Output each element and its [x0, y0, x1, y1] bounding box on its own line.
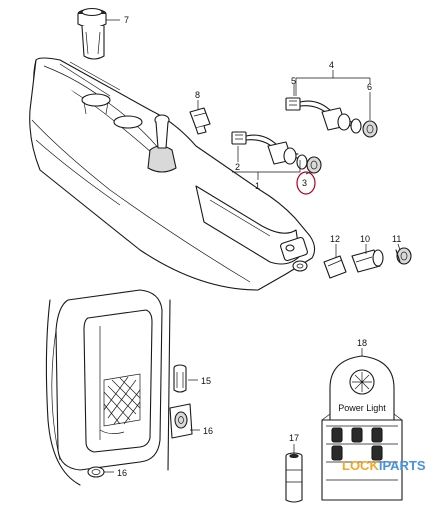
- callout-15: 15: [201, 376, 211, 386]
- callout-8: 7: [124, 15, 129, 25]
- part-18-display-box: Power Light: [321, 355, 403, 501]
- callout-2: 2: [235, 162, 240, 172]
- storage-net: [103, 373, 141, 427]
- callout-17: 17: [289, 433, 299, 443]
- callout-4: 4: [329, 60, 334, 70]
- watermark: LOCKIPARTS: [342, 458, 426, 473]
- center-console: [29, 57, 316, 291]
- callout-7: 8: [195, 90, 200, 100]
- part-15-socket: [173, 364, 187, 393]
- leader-lines: [104, 70, 401, 473]
- callout-6: 6: [367, 82, 372, 92]
- part-4-harness: [285, 97, 378, 138]
- part-10-socket: [351, 249, 384, 273]
- part-11-cap: [395, 247, 412, 265]
- callout-12: 12: [330, 234, 340, 244]
- callout-18: 18: [357, 338, 367, 348]
- door-pillar-panel: [45, 289, 171, 486]
- box-label: Power Light: [338, 403, 386, 413]
- callout-1: 1: [255, 181, 260, 191]
- part-8-lighter-cup: [77, 7, 107, 60]
- callout-5: 5: [291, 76, 296, 86]
- part-17-bulb-holder: [285, 452, 303, 503]
- callout-3: 3: [302, 178, 307, 188]
- callout-labels: 7 4 5 6 8 2 1 3 12 10 11 15 16 16 17 18: [117, 15, 401, 478]
- part-1-harness: [231, 131, 322, 174]
- callout-16-lower: 16: [117, 468, 127, 478]
- svg-text:LOCKIPARTS: LOCKIPARTS: [342, 458, 426, 473]
- part-12-clip: [323, 255, 347, 279]
- part-16-socket: [169, 403, 193, 439]
- highlight-circle: [296, 171, 316, 195]
- part-7-clip: [189, 107, 211, 135]
- callout-11: 11: [392, 234, 401, 244]
- callout-16-upper: 16: [203, 426, 213, 436]
- callout-10: 10: [360, 234, 370, 244]
- watermark-part-2: IPARTS: [379, 458, 426, 473]
- watermark-part-1: LOCK: [342, 458, 379, 473]
